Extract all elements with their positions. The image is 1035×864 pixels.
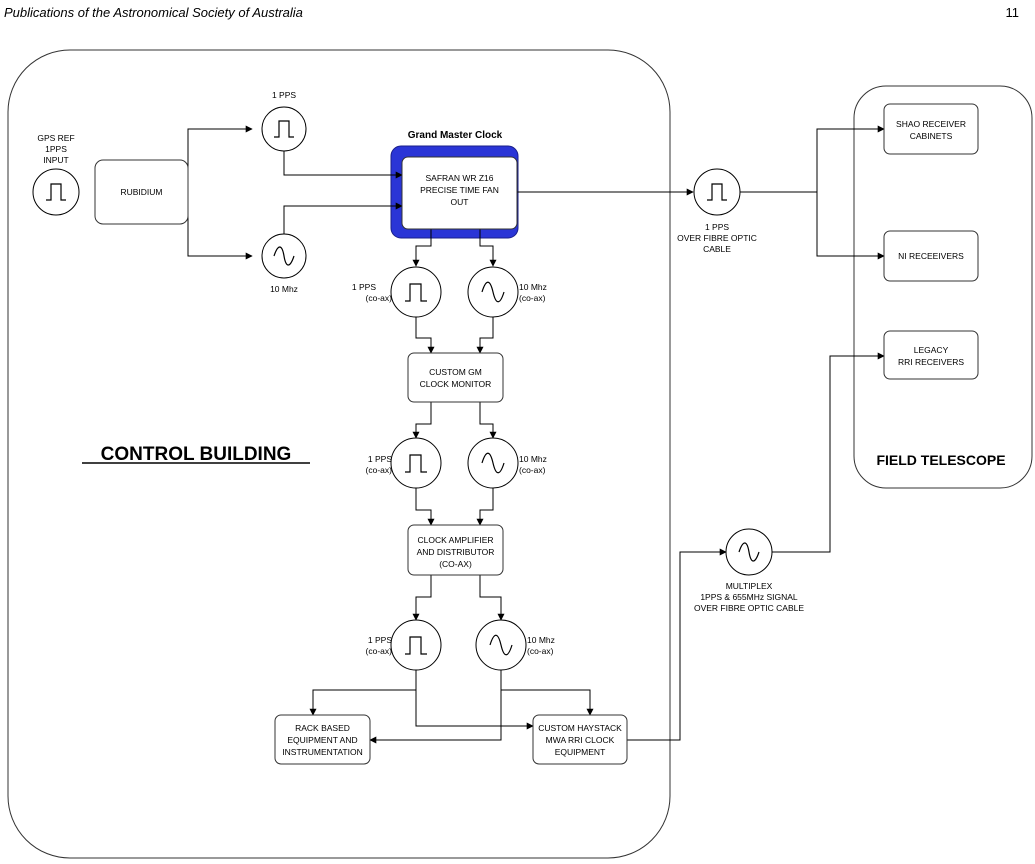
svg-text:1 PPS: 1 PPS — [368, 454, 392, 464]
svg-text:LEGACY: LEGACY — [914, 345, 949, 355]
rubidium-box: RUBIDIUM — [94, 159, 189, 225]
rubidium-pps-signal: 1 PPS — [261, 90, 307, 152]
pulse-wave-icon — [46, 183, 66, 201]
svg-text:1 PPS: 1 PPS — [272, 90, 296, 100]
fibre-pps-signal: 1 PPS OVER FIBRE OPTIC CABLE — [677, 168, 757, 254]
svg-text:CABINETS: CABINETS — [910, 131, 953, 141]
pulse-wave-icon — [405, 636, 427, 655]
svg-text:OVER FIBRE OPTIC CABLE: OVER FIBRE OPTIC CABLE — [694, 603, 804, 613]
custom-gm-clock-monitor-box: CUSTOM GM CLOCK MONITOR — [407, 352, 504, 403]
pulse-wave-icon — [405, 454, 427, 473]
gps-ref-signal: GPS REF 1PPS INPUT — [32, 133, 80, 216]
svg-text:(co-ax): (co-ax) — [519, 465, 546, 475]
grand-master-title: Grand Master Clock — [408, 130, 503, 141]
svg-text:INSTRUMENTATION: INSTRUMENTATION — [282, 747, 362, 757]
svg-text:GPS REF: GPS REF — [37, 133, 74, 143]
svg-text:(co-ax): (co-ax) — [519, 293, 546, 303]
svg-text:CLOCK AMPLIFIER: CLOCK AMPLIFIER — [417, 535, 493, 545]
safran-fan-out-box: SAFRAN WR Z16 PRECISE TIME FAN OUT — [401, 156, 518, 230]
svg-text:RRI RECEIVERS: RRI RECEIVERS — [898, 357, 964, 367]
shao-receiver-cabinets-box: SHAO RECEIVER CABINETS — [883, 103, 979, 155]
svg-text:AND DISTRIBUTOR: AND DISTRIBUTOR — [417, 547, 495, 557]
svg-text:INPUT: INPUT — [43, 155, 69, 165]
svg-text:1 PPS: 1 PPS — [352, 282, 376, 292]
sine-wave-icon — [738, 542, 760, 562]
pulse-wave-icon — [274, 120, 294, 138]
haystack-clock-equipment-box: CUSTOM HAYSTACK MWA RRI CLOCK EQUIPMENT — [532, 714, 628, 765]
gm-10mhz-coax-signal: 10 Mhz (co-ax) — [467, 266, 547, 318]
page-number: 11 — [1005, 5, 1020, 20]
svg-text:MULTIPLEX: MULTIPLEX — [726, 581, 773, 591]
svg-text:OUT: OUT — [451, 197, 469, 207]
svg-text:1 PPS: 1 PPS — [705, 222, 729, 232]
svg-text:(co-ax): (co-ax) — [366, 293, 393, 303]
field-telescope-region — [853, 85, 1033, 489]
clock-amplifier-distributor-box: CLOCK AMPLIFIER AND DISTRIBUTOR (CO-AX) — [407, 524, 504, 576]
control-building-title: CONTROL BUILDING — [101, 444, 292, 465]
svg-text:MWA RRI CLOCK: MWA RRI CLOCK — [546, 735, 615, 745]
svg-text:10 Mhz: 10 Mhz — [519, 454, 547, 464]
svg-text:SAFRAN WR Z16: SAFRAN WR Z16 — [425, 173, 493, 183]
svg-text:(co-ax): (co-ax) — [366, 646, 393, 656]
svg-text:SHAO RECEIVER: SHAO RECEIVER — [896, 119, 966, 129]
sine-wave-icon — [481, 452, 505, 474]
multiplex-signal: MULTIPLEX 1PPS & 655MHz SIGNAL OVER FIBR… — [694, 528, 804, 613]
monitor-10mhz-coax-signal: 10 Mhz (co-ax) — [467, 437, 547, 489]
amplifier-10mhz-coax-signal: 10 Mhz (co-ax) — [475, 619, 555, 671]
sine-wave-icon — [481, 281, 505, 303]
svg-text:1PPS & 655MHz SIGNAL: 1PPS & 655MHz SIGNAL — [700, 592, 798, 602]
field-telescope-title: FIELD TELESCOPE — [876, 452, 1005, 468]
pulse-wave-icon — [405, 283, 427, 302]
svg-text:CUSTOM GM: CUSTOM GM — [429, 367, 482, 377]
svg-text:1PPS: 1PPS — [45, 144, 67, 154]
svg-text:RACK BASED: RACK BASED — [295, 723, 350, 733]
svg-text:10 Mhz: 10 Mhz — [270, 284, 298, 294]
svg-text:CLOCK MONITOR: CLOCK MONITOR — [420, 379, 492, 389]
pulse-wave-icon — [707, 183, 727, 201]
monitor-pps-coax-signal: 1 PPS (co-ax) — [366, 437, 442, 489]
gm-pps-coax-signal: 1 PPS (co-ax) — [352, 266, 442, 318]
svg-text:CABLE: CABLE — [703, 244, 731, 254]
rubidium-10mhz-signal: 10 Mhz — [261, 233, 307, 294]
svg-text:(CO-AX): (CO-AX) — [439, 559, 472, 569]
svg-text:EQUIPMENT: EQUIPMENT — [555, 747, 606, 757]
svg-text:PRECISE TIME FAN: PRECISE TIME FAN — [420, 185, 499, 195]
rack-equipment-box: RACK BASED EQUIPMENT AND INSTRUMENTATION — [274, 714, 371, 765]
legacy-rri-receivers-box: LEGACY RRI RECEIVERS — [883, 330, 979, 380]
sine-wave-icon — [273, 246, 295, 266]
svg-text:10 Mhz: 10 Mhz — [527, 635, 555, 645]
sine-wave-icon — [489, 634, 513, 656]
journal-running-head: Publications of the Astronomical Society… — [4, 5, 303, 20]
svg-text:1 PPS: 1 PPS — [368, 635, 392, 645]
svg-text:OVER FIBRE OPTIC: OVER FIBRE OPTIC — [677, 233, 757, 243]
control-building-region — [7, 49, 671, 859]
svg-text:(co-ax): (co-ax) — [366, 465, 393, 475]
svg-text:10 Mhz: 10 Mhz — [519, 282, 547, 292]
amplifier-pps-coax-signal: 1 PPS (co-ax) — [366, 619, 442, 671]
svg-text:EQUIPMENT AND: EQUIPMENT AND — [287, 735, 357, 745]
svg-text:CUSTOM HAYSTACK: CUSTOM HAYSTACK — [538, 723, 622, 733]
ni-receivers-box: NI RECEEIVERS — [883, 230, 979, 282]
svg-text:RUBIDIUM: RUBIDIUM — [120, 187, 162, 197]
svg-text:NI RECEEIVERS: NI RECEEIVERS — [898, 251, 964, 261]
svg-text:(co-ax): (co-ax) — [527, 646, 554, 656]
